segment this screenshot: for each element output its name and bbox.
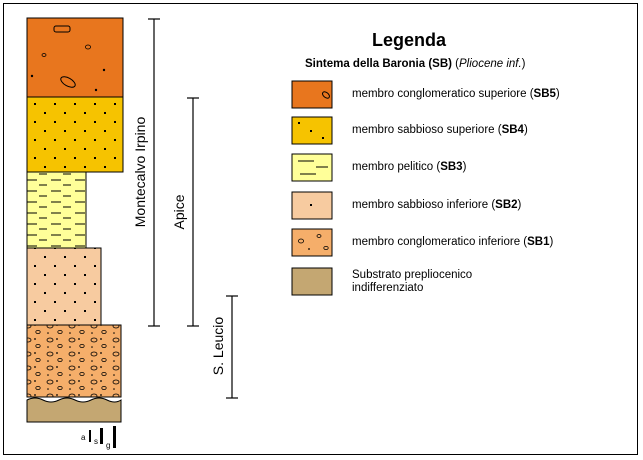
legend-subtitle-age: Pliocene inf. bbox=[459, 58, 522, 70]
column-sb2 bbox=[26, 247, 102, 326]
legend-item-sb2: membro sabbioso inferiore (SB2) bbox=[352, 199, 522, 211]
column-sb4 bbox=[26, 96, 124, 173]
legend-subtitle-main: Sintema della Baronia (SB) bbox=[305, 58, 452, 70]
range-bar-sleucio bbox=[226, 295, 238, 399]
legend-item-sb1: membro conglomeratico inferiore (SB1) bbox=[352, 236, 554, 248]
legend-item-sb5: membro conglomeratico superiore (SB5) bbox=[352, 88, 560, 100]
range-bar-apice bbox=[187, 97, 199, 327]
diagram-frame bbox=[3, 3, 638, 455]
column-sb1 bbox=[26, 324, 122, 398]
column-sb5 bbox=[26, 17, 124, 98]
legend-swatch-sb4 bbox=[291, 116, 333, 145]
scale-label-a: a bbox=[81, 433, 86, 442]
range-label-montecalvo: Montecalvo Irpino bbox=[132, 117, 148, 228]
legend-swatch-sb5 bbox=[291, 80, 333, 109]
range-bar-montecalvo bbox=[148, 18, 160, 327]
scale-label-g: g bbox=[106, 441, 110, 450]
column-substrate bbox=[26, 397, 122, 423]
legend-swatch-sb3 bbox=[291, 153, 333, 182]
legend-title: Legenda bbox=[372, 30, 447, 50]
legend-swatch-substrate bbox=[291, 267, 333, 296]
range-label-sleucio: S. Leucio bbox=[210, 317, 226, 376]
legend-subtitle: Sintema della Baronia (SB) (Pliocene inf… bbox=[305, 58, 526, 70]
grain-size-scale: a s g bbox=[81, 426, 116, 450]
scale-label-s: s bbox=[94, 437, 98, 446]
legend-swatch-sb2 bbox=[291, 191, 333, 220]
legend-item-sb3: membro pelitico (SB3) bbox=[352, 161, 467, 173]
range-label-apice: Apice bbox=[171, 194, 187, 229]
legend-item-sb4: membro sabbioso superiore (SB4) bbox=[352, 124, 528, 136]
legend-item-substrate: Substrato prepliocenico indifferenziato bbox=[352, 269, 473, 294]
legend-swatch-sb1 bbox=[291, 228, 333, 257]
column-sb3 bbox=[26, 171, 87, 249]
